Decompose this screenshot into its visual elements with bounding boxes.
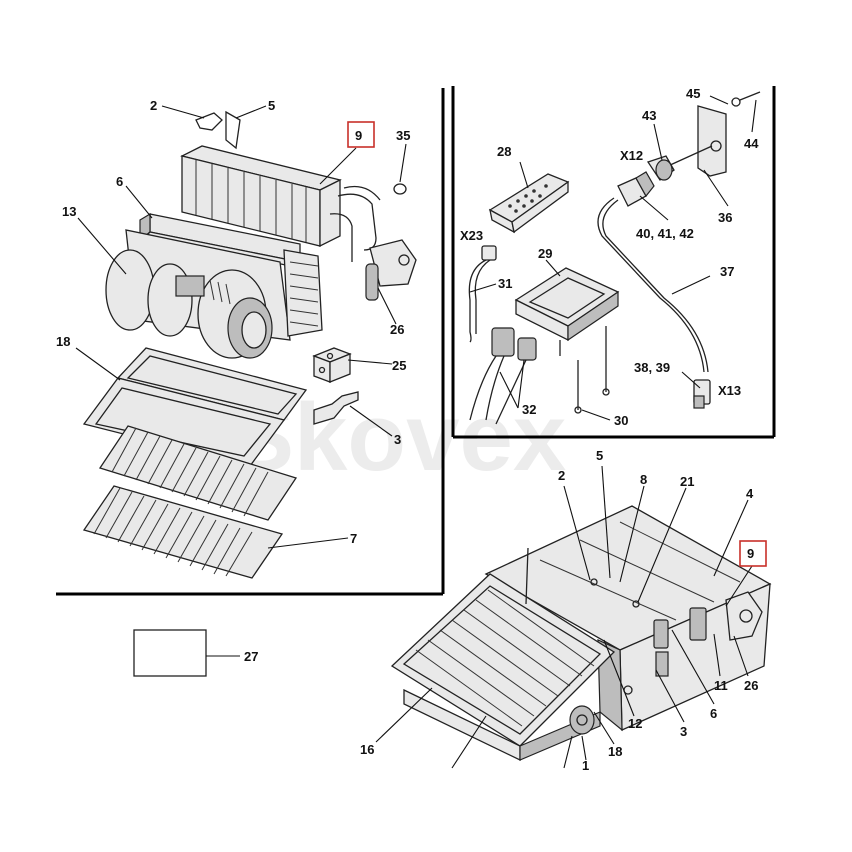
callout-36: 36 [718, 210, 732, 225]
callout-38-39: 38, 39 [634, 360, 670, 375]
callout-28: 28 [497, 144, 511, 159]
callout-b18: 18 [608, 744, 622, 759]
callout-b11: 11 [714, 678, 728, 693]
callout-37: 37 [720, 264, 734, 279]
harness-part-37 [597, 197, 705, 373]
block-part-25 [312, 347, 352, 383]
highlight-box-9-left [347, 121, 375, 148]
left-leaders [75, 105, 407, 549]
callout-35: 35 [396, 128, 410, 143]
right-panel-frame [451, 86, 776, 439]
callout-b5: 5 [596, 448, 603, 463]
callout-b2: 2 [558, 468, 565, 483]
callout-5: 5 [268, 98, 275, 113]
filter-part-7 [82, 485, 284, 579]
callout-b8: 8 [640, 472, 647, 487]
callout-2: 2 [150, 98, 157, 113]
part-27-box [133, 629, 207, 677]
callout-18: 18 [56, 334, 70, 349]
callout-13: 13 [62, 204, 76, 219]
actuator-part-1 [569, 705, 595, 735]
bracket-part-2 [195, 112, 223, 131]
callout-30: 30 [614, 413, 628, 428]
callout-7: 7 [350, 531, 357, 546]
clip-part-5 [225, 110, 241, 150]
callout-b21: 21 [680, 474, 694, 489]
heater-core-part-9 [180, 145, 381, 262]
callout-b16: 16 [360, 742, 374, 757]
connector-x23 [468, 245, 497, 343]
callout-44: 44 [744, 136, 759, 151]
callout-43: 43 [642, 108, 656, 123]
callout-32: 32 [522, 402, 536, 417]
filter-element [98, 425, 298, 521]
callout-40-41-42: 40, 41, 42 [636, 226, 694, 241]
bracket-part-3 [313, 391, 359, 425]
right-leaders [469, 95, 757, 421]
callout-x13: X13 [718, 383, 741, 398]
callout-x23: X23 [460, 228, 483, 243]
callout-x12: X12 [620, 148, 643, 163]
callout-b9: 9 [747, 546, 754, 561]
controls-harness-assembly [468, 91, 761, 425]
blower-heater-assembly [82, 110, 417, 579]
callout-31: 31 [498, 276, 512, 291]
callout-b4: 4 [746, 486, 754, 501]
highlight-box-9-right [739, 540, 767, 567]
bracket-part-36 [697, 105, 727, 177]
core-side-stack [283, 249, 323, 337]
callout-b12: 12 [628, 716, 642, 731]
bottom-leaders [375, 465, 753, 769]
callout-45: 45 [686, 86, 700, 101]
left-panel-frame [56, 88, 445, 596]
callout-b1: 1 [582, 758, 589, 773]
callout-b26: 26 [744, 678, 758, 693]
harness-part-32 [469, 327, 537, 425]
filter-frame-part-18 [82, 347, 308, 467]
callout-b3: 3 [680, 724, 687, 739]
callout-25: 25 [392, 358, 406, 373]
connector-part-40-41-42 [617, 171, 655, 207]
oring-part-35 [393, 183, 407, 195]
callout-6: 6 [116, 174, 123, 189]
blower-motor-part-13 [105, 229, 291, 359]
callout-labels: 2 5 9 35 6 13 26 25 18 3 7 45 44 43 X12 … [56, 86, 759, 773]
callout-29: 29 [538, 246, 552, 261]
washer-part-45 [731, 97, 741, 107]
screws-part-30 [559, 326, 610, 414]
callout-3: 3 [394, 432, 401, 447]
callout-b6: 6 [710, 706, 717, 721]
callout-27: 27 [244, 649, 258, 664]
assembled-unit [390, 505, 772, 762]
callout-9: 9 [355, 128, 362, 143]
valve-part-26 [365, 239, 417, 301]
screw-part-44 [739, 91, 761, 101]
module-part-29 [514, 267, 620, 342]
control-panel-part-28 [488, 173, 570, 234]
sensor-part-43 [646, 155, 675, 181]
callout-26: 26 [390, 322, 404, 337]
